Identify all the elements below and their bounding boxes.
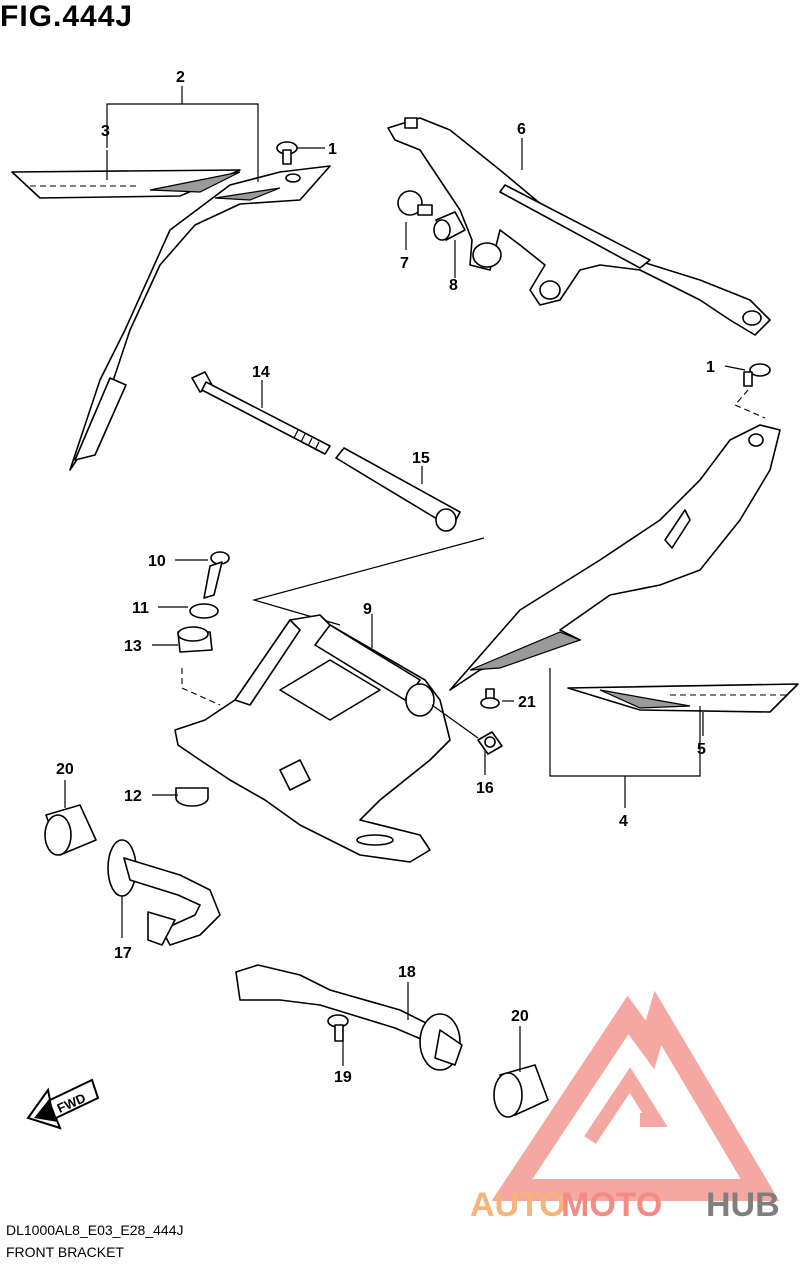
callout-9: 9: [363, 601, 372, 618]
callout-4: 4: [619, 813, 628, 830]
callout-2: 2: [176, 69, 185, 86]
figure-caption: FRONT BRACKET: [6, 1244, 124, 1260]
part-1-bolt-top: [276, 141, 298, 165]
model-code: DL1000AL8_E03_E28_444J: [6, 1222, 184, 1238]
leader-lines: [64, 86, 746, 1072]
callout-labels: 2 3 1 6 7 8 14 15 1 10 11 9 13 21 5 20 1…: [56, 69, 715, 1086]
figure-title: FIG.444J: [0, 0, 134, 33]
callout-13: 13: [124, 638, 142, 655]
part-1-bolt-right: [743, 363, 771, 387]
watermark-text-hub: HUB: [706, 1186, 780, 1224]
callout-1-right: 1: [706, 359, 715, 376]
callout-17: 17: [114, 945, 132, 962]
part-13-mount: [177, 626, 213, 653]
callout-20-left: 20: [56, 761, 74, 778]
callout-6: 6: [517, 121, 526, 138]
part-9-bracket: [174, 614, 451, 863]
watermark-text-moto: MOTO: [561, 1186, 662, 1224]
callout-15: 15: [412, 450, 430, 467]
part-11-washer: [189, 603, 219, 619]
callout-14: 14: [252, 364, 270, 381]
part-15-collar: [335, 447, 461, 532]
callout-18: 18: [398, 964, 416, 981]
part-10-bolt: [203, 551, 230, 599]
assembly-line-9-16: [431, 704, 479, 739]
callout-1-top: 1: [328, 141, 337, 158]
part-16-nut: [477, 731, 503, 755]
callout-12: 12: [124, 788, 142, 805]
watermark-text-auto: AUTO: [470, 1186, 566, 1224]
part-4-cowl: [449, 424, 781, 691]
part-19-bolt: [327, 1014, 349, 1042]
callout-7: 7: [400, 255, 409, 272]
callout-16: 16: [476, 780, 494, 797]
callout-10: 10: [148, 553, 166, 570]
part-18-stay: [235, 964, 463, 1071]
part-6-stay: [387, 117, 771, 336]
assembly-line-1-4: [734, 389, 766, 419]
part-5-panel: [567, 683, 799, 713]
part-20-rubber-right: [493, 1064, 549, 1118]
fwd-label: FWD: [55, 1090, 88, 1116]
callout-11: 11: [132, 600, 149, 617]
fwd-arrow-icon: [26, 1078, 100, 1130]
assembly-line-13-9: [181, 668, 221, 706]
part-20-rubber-left: [44, 804, 97, 856]
part-8-grommet: [433, 211, 466, 241]
part-21-screw: [480, 688, 500, 709]
part-3-panel: [11, 169, 241, 199]
callout-3: 3: [101, 123, 110, 140]
callout-21: 21: [518, 694, 536, 711]
callout-5: 5: [697, 741, 706, 758]
part-12-grommet: [175, 787, 209, 807]
part-17-stay: [107, 839, 221, 946]
watermark-logo: [491, 990, 780, 1201]
part-2-cowl: [69, 165, 331, 471]
part-7-bolt: [397, 190, 433, 216]
callout-20-right: 20: [511, 1008, 529, 1025]
part-14-long-bolt: [191, 371, 331, 455]
callout-19: 19: [334, 1069, 352, 1086]
callout-8: 8: [449, 277, 458, 294]
